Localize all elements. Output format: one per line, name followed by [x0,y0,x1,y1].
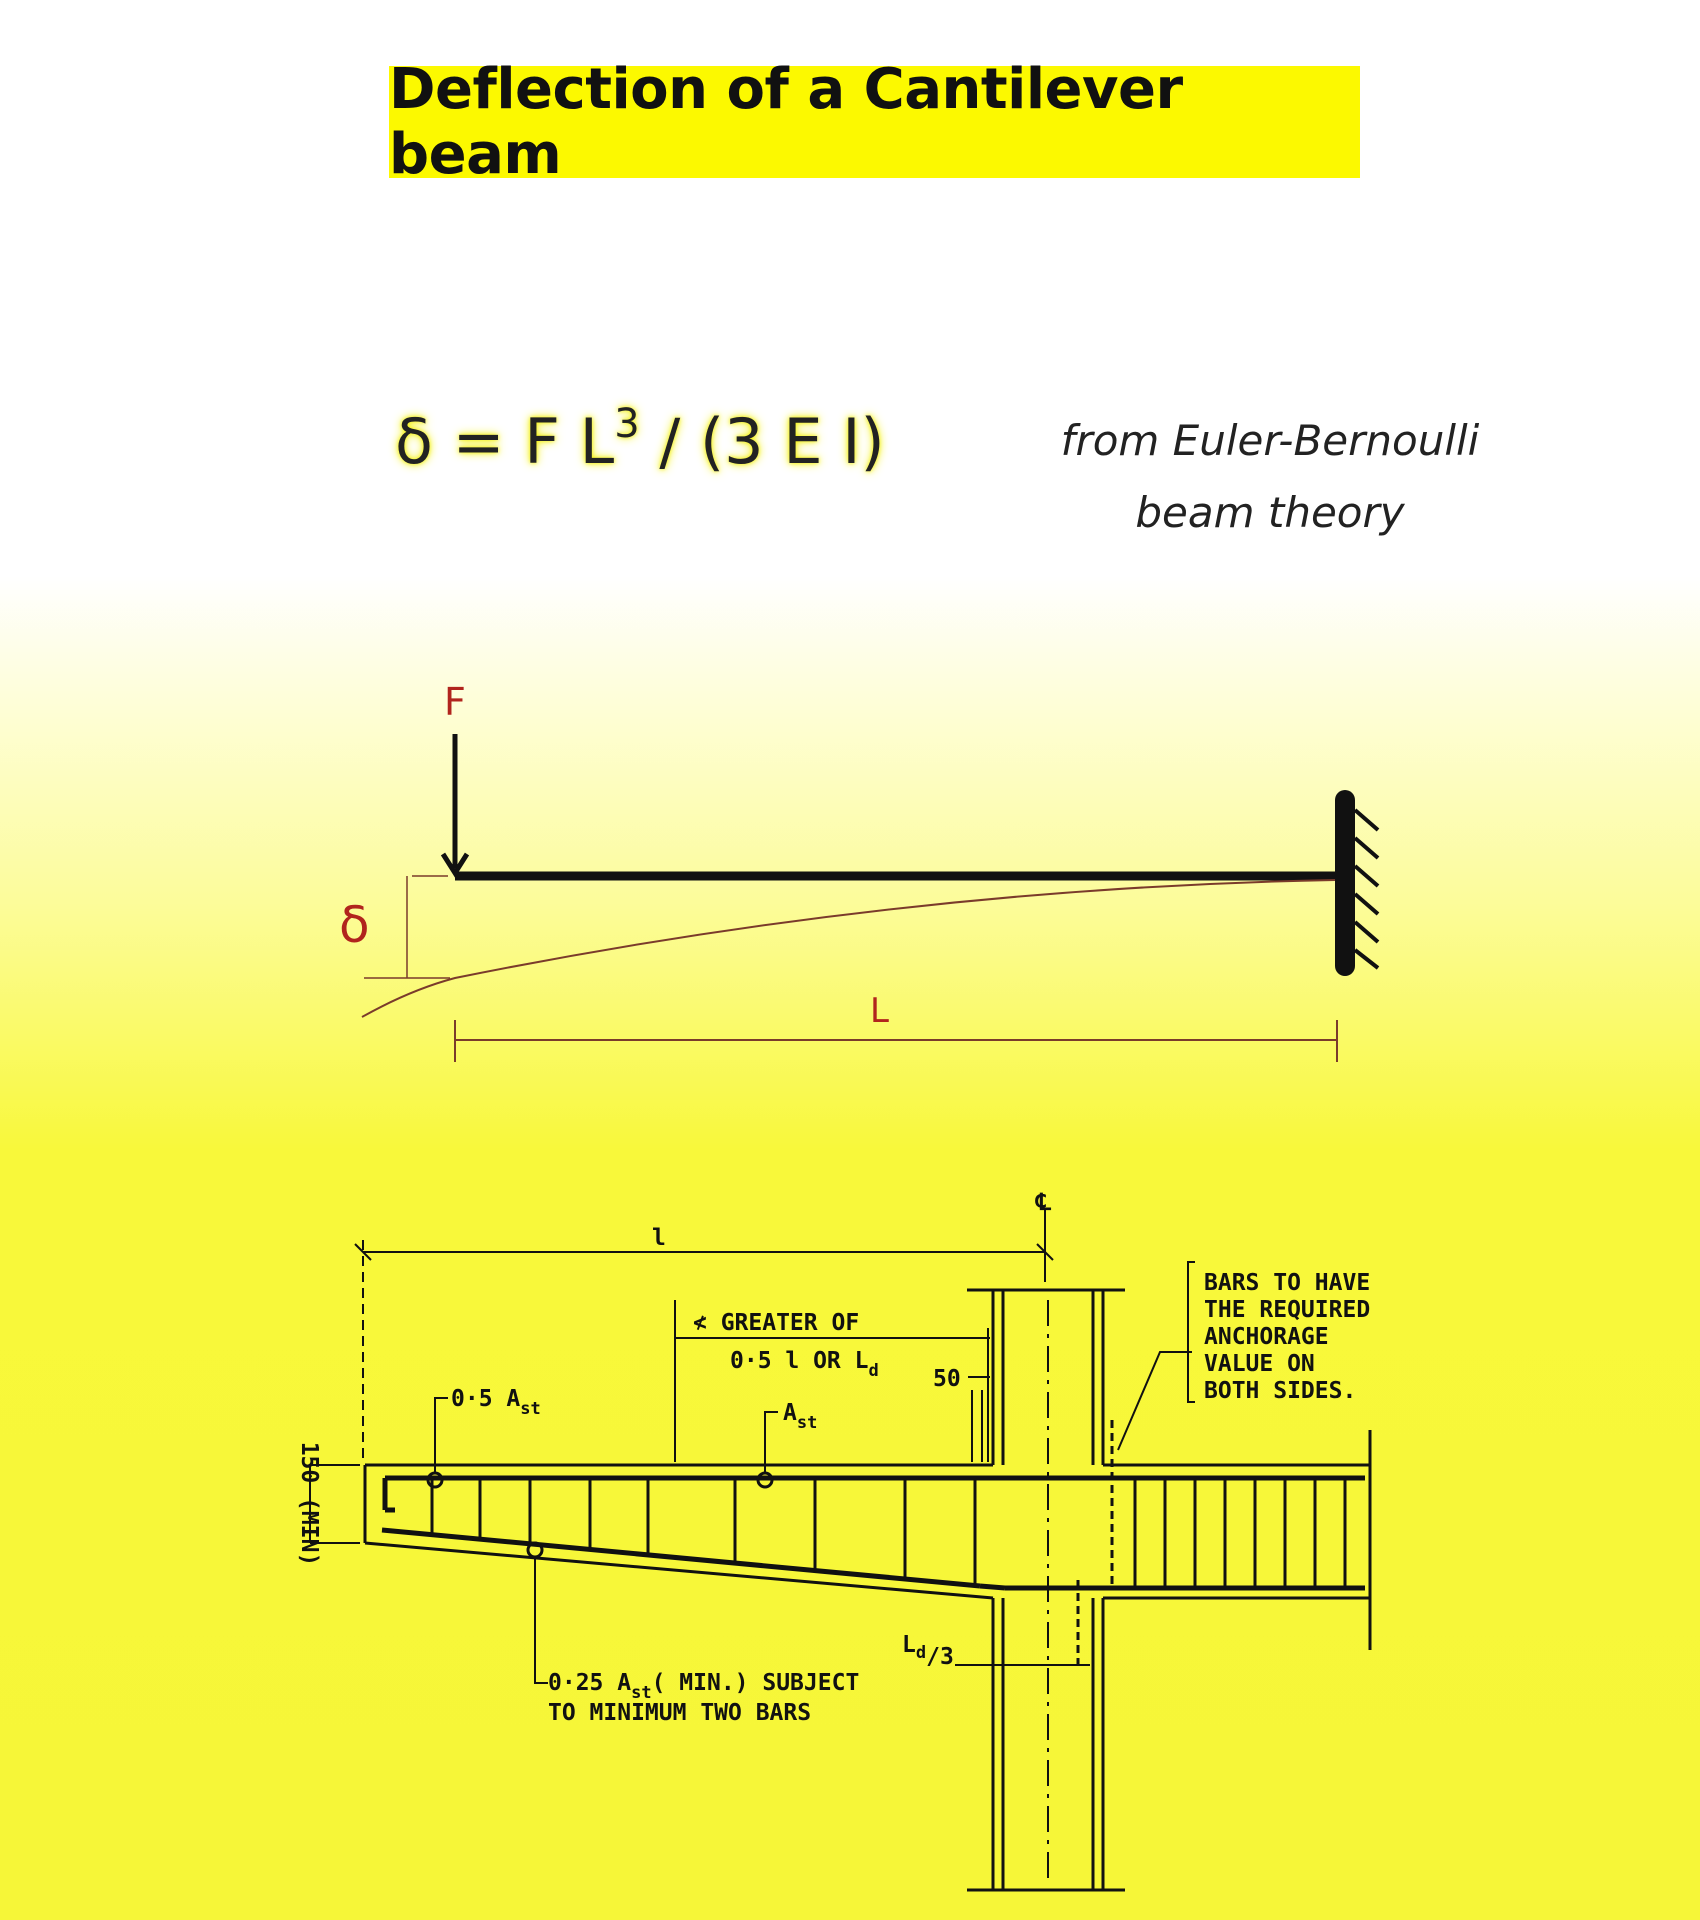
anchor-note-line2: THE REQUIRED [1204,1297,1370,1323]
leader-bottom-note [534,1557,548,1684]
title-banner: Deflection of a Cantilever beam [389,57,1360,187]
ld3-dimension [955,1610,1090,1670]
force-label: F [444,680,466,724]
column-bars [1076,1420,1114,1665]
ld3-main: L [902,1632,916,1658]
top-bars [382,1475,1365,1513]
wall-hatching [1353,808,1380,970]
bottom-note-line1: 0·25 Ast( MIN.) SUBJECT [548,1670,859,1703]
delta-label: δ [339,896,370,954]
ld3-label: Ld/3 [902,1632,954,1670]
half-ast-main: 0·5 A [451,1386,520,1412]
deflected-curve [361,879,1336,1018]
leader-ast [764,1411,778,1473]
stirrups-cantilever [430,1478,977,1584]
formula-rhs: / (3 E I) [639,405,885,478]
anchor-note-line1: BARS TO HAVE [1204,1270,1370,1296]
anchor-note-line5: BOTH SIDES. [1204,1378,1356,1404]
greater-of-label: ≮ GREATER OF [693,1310,859,1336]
half-ast-sub: st [520,1399,540,1419]
leader-half-ast [434,1397,448,1473]
ast-label: Ast [783,1400,817,1433]
span-label: l [652,1225,666,1251]
length-label: L [870,991,889,1031]
depth-label: 150 (MIN) [296,1442,322,1567]
depth-dimension [309,1464,360,1544]
ast-main: A [783,1400,797,1426]
ld3-den: /3 [926,1644,954,1670]
theory-note: from Euler-Bernoulli beam theory [1040,405,1500,549]
dim-50 [968,1376,990,1462]
cantilever-slab [363,1430,1372,1650]
bottom-note-main: 0·25 A [548,1670,631,1696]
theory-note-line2: beam theory [1135,488,1405,537]
bottom-note-line2: TO MINIMUM TWO BARS [548,1700,811,1726]
dim-50-label: 50 [933,1366,961,1392]
formula-exponent: 3 [614,401,640,447]
greater-of-dimension [674,1300,990,1462]
page-title: Deflection of a Cantilever beam [389,57,1183,187]
anchor-note-line3: ANCHORAGE [1204,1324,1329,1350]
greater-of-value-main: 0·5 l OR L [730,1348,868,1374]
centerline-label: ℄ [1035,1190,1052,1216]
deflection-formula: δ = F L3 / (3 E I) [395,404,885,478]
ld3-sub: d [916,1643,926,1663]
span-dimension [354,1240,1054,1464]
ast-sub: st [797,1413,817,1433]
column [967,1288,1125,1892]
greater-of-value: 0·5 l OR Ld [730,1348,879,1381]
bottom-bar [381,1527,1365,1591]
anchor-note-bracket [1187,1261,1195,1403]
formula-lhs: δ = F L [395,405,615,478]
greater-of-value-sub: d [868,1361,878,1381]
leader-anchor-note [1117,1351,1192,1451]
bottom-note-rest: ( MIN.) SUBJECT [652,1670,860,1696]
half-ast-label: 0·5 Ast [451,1386,541,1419]
theory-note-line1: from Euler-Bernoulli [1060,416,1480,465]
anchor-note-line4: VALUE ON [1204,1351,1315,1377]
stirrups-beam [1133,1478,1347,1588]
bottom-note-sub: st [631,1683,651,1703]
